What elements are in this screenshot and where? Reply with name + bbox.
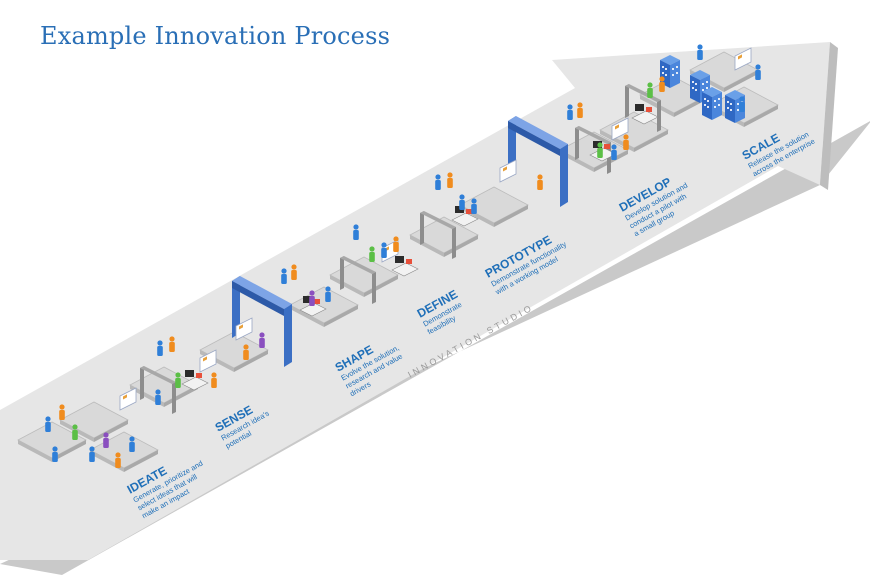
page-title: Example Innovation Process xyxy=(40,22,391,50)
arrow-head-side xyxy=(820,42,838,190)
arrow-body xyxy=(0,42,830,560)
